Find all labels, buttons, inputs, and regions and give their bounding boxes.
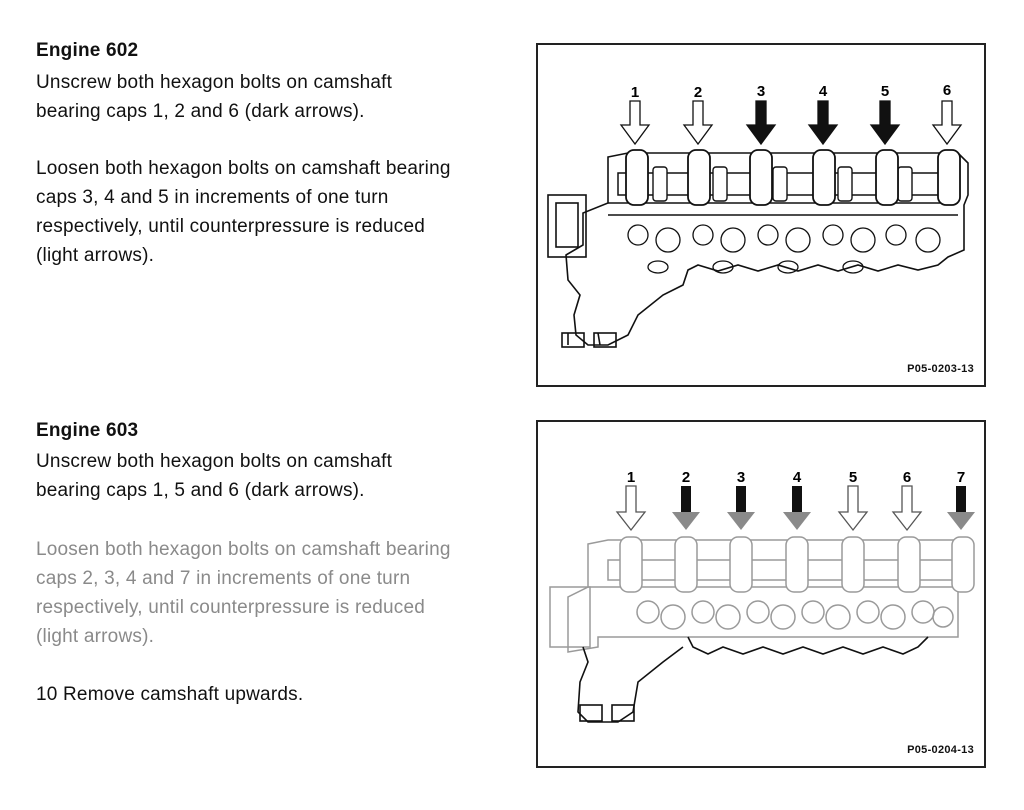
step-10-remove-camshaft: 10 Remove camshaft upwards. (36, 684, 304, 705)
text-line: Loosen both hexagon bolts on camshaft be… (36, 539, 451, 560)
text-line: Loosen both hexagon bolts on camshaft be… (36, 158, 451, 179)
text-line: caps 2, 3, 4 and 7 in increments of one … (36, 568, 411, 589)
engine-603-step-loosen: Loosen both hexagon bolts on camshaft be… (36, 535, 506, 651)
svg-text:4: 4 (793, 469, 802, 486)
arrow-4: 4 (807, 83, 839, 146)
arrow-7: 7 (947, 469, 975, 530)
arrow-6: 6 (891, 469, 923, 532)
arrow-1: 1 (619, 84, 651, 146)
engine-602-step-unscrew: Unscrew both hexagon bolts on camshaft b… (36, 68, 506, 126)
text-line: (light arrows). (36, 245, 155, 266)
arrow-2: 2 (672, 469, 700, 530)
figure-code: P05-0203-13 (907, 363, 974, 375)
svg-text:7: 7 (957, 469, 965, 486)
svg-text:5: 5 (881, 83, 889, 100)
section-title-engine-602: Engine 602 (36, 40, 139, 61)
figure-engine-602: 1 2 3 4 5 6 P05-0203-13 (536, 43, 986, 387)
text-line: bearing caps 1, 5 and 6 (dark arrows). (36, 480, 365, 501)
text-line: Unscrew both hexagon bolts on camshaft (36, 72, 393, 93)
svg-text:4: 4 (819, 83, 828, 100)
engine-603-step-unscrew: Unscrew both hexagon bolts on camshaft b… (36, 447, 506, 505)
cylinder-head-illustration-603: 1 2 3 4 5 6 7 (549, 469, 975, 723)
text-line: caps 3, 4 and 5 in increments of one tur… (36, 187, 389, 208)
svg-text:5: 5 (849, 469, 857, 486)
text-line: respectively, until counterpressure is r… (36, 597, 426, 618)
svg-text:3: 3 (757, 83, 765, 100)
engine-602-step-loosen: Loosen both hexagon bolts on camshaft be… (36, 154, 506, 270)
svg-text:1: 1 (631, 84, 639, 101)
svg-text:2: 2 (694, 84, 702, 101)
svg-text:6: 6 (943, 82, 951, 99)
arrow-1: 1 (615, 469, 647, 532)
svg-text:2: 2 (682, 469, 690, 486)
text-line: bearing caps 1, 2 and 6 (dark arrows). (36, 101, 365, 122)
svg-text:1: 1 (627, 469, 635, 486)
text-line: (light arrows). (36, 626, 155, 647)
text-line: Unscrew both hexagon bolts on camshaft (36, 451, 393, 472)
arrow-2: 2 (682, 84, 714, 146)
figure-engine-603: 1 2 3 4 5 6 7 P05-0204-13 (536, 420, 986, 768)
arrow-3: 3 (727, 469, 755, 530)
cylinder-head-illustration-602: 1 2 3 4 5 6 (547, 82, 969, 348)
section-title-engine-603: Engine 603 (36, 420, 139, 441)
arrow-4: 4 (783, 469, 811, 530)
figure-code: P05-0204-13 (907, 744, 974, 756)
svg-text:3: 3 (737, 469, 745, 486)
svg-text:6: 6 (903, 469, 911, 486)
text-line: respectively, until counterpressure is r… (36, 216, 426, 237)
arrow-3: 3 (745, 83, 777, 146)
arrow-6: 6 (931, 82, 963, 146)
arrow-5: 5 (837, 469, 869, 532)
arrow-5: 5 (869, 83, 901, 146)
